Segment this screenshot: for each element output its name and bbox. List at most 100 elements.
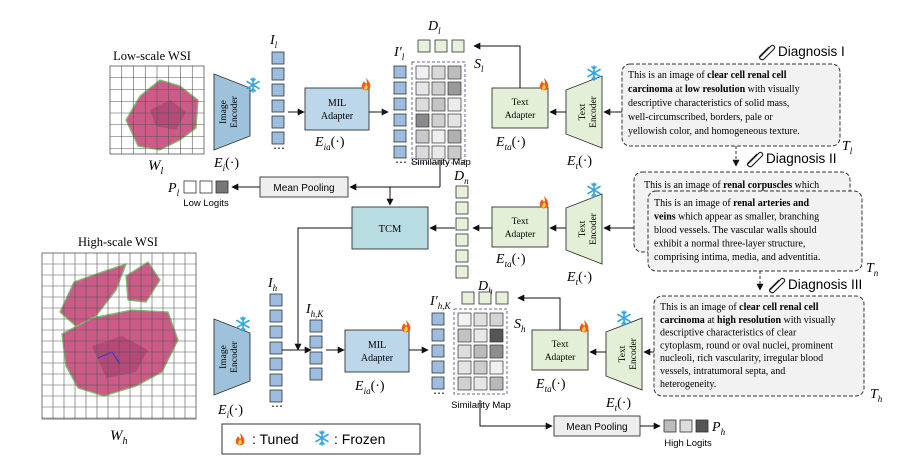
diagnosis-2-back-text: This is an image of renal corpuscles whi… [644,180,819,191]
feature-d-l-label: Dl [427,19,441,36]
paperclip-icon [746,151,764,168]
text-encoder-low: TextEncoder [565,75,603,149]
feature-token [431,360,445,374]
feature-token [393,97,407,111]
similarity-cell [489,312,504,327]
feature-token [455,201,469,215]
low-wsi-image [109,65,205,155]
similarity-cell [415,97,430,112]
diagnosis-2-box [647,190,863,272]
feature-stack-i-h: ⋯ [269,293,283,413]
ellipsis: ⋯ [273,141,285,155]
text-feature-token [478,291,492,305]
similarity-cell [489,376,504,391]
tuned-flame-icon [539,78,549,91]
feature-token [271,67,285,81]
paperclip-icon [758,44,776,61]
text-feature-token [461,291,475,305]
low-logits-label: Low Logits [183,198,229,209]
feature-token [271,83,285,97]
diagnosis-1-box [621,63,841,147]
low-wsi-symbol: Wl [148,158,164,177]
feature-token [431,344,445,358]
svg-text:TextEncoder: TextEncoder [578,212,599,244]
mil-adapter-low-formula: Eia(·) [314,135,345,152]
similarity-map-low [411,61,466,164]
mil-adapter-high-formula: Eia(·) [354,379,385,396]
feature-token [269,293,283,307]
feature-token [455,185,469,199]
similarity-cell [415,145,430,160]
high-logits-label: High Logits [664,438,712,449]
feature-token [271,51,285,65]
frozen-snowflake-icon [587,182,601,198]
image-encoder-high-formula: Ei(·) [217,403,243,420]
legend-tuned: : Tuned [252,431,299,447]
similarity-cell [415,129,430,144]
feature-token [455,265,469,279]
similarity-cell [447,113,462,128]
image-encoder-high: ImageEncoder [213,318,251,396]
feature-token [269,389,283,403]
high-wsi-symbol: Wh [110,428,128,447]
similarity-cell [431,65,446,80]
similarity-cell [415,81,430,96]
high-wsi-image [41,252,197,420]
mean-pooling-low-label: Mean Pooling [273,183,334,194]
feature-token [393,65,407,79]
text-feature-token [417,39,431,53]
similarity-cell [431,81,446,96]
feature-i-hk-label: Ih,K [305,302,324,319]
diagnosis-3-box [653,295,865,397]
low-wsi-title: Low-scale WSI [113,49,191,63]
text-feature-token [495,291,509,305]
tuned-flame-icon [579,320,589,333]
high-wsi-title: High-scale WSI [78,235,158,249]
mean-pooling-high-label: Mean Pooling [566,422,627,433]
feature-token [269,373,283,387]
similarity-map-high-label: Similarity Map [451,400,511,411]
image-encoder-low: ImageEncoder [213,73,251,151]
similarity-cell [473,344,488,359]
similarity-cell [431,113,446,128]
feature-token [455,249,469,263]
text-encoder-low-formula: Et(·) [566,154,592,171]
similarity-map-low-label: Similarity Map [411,157,471,168]
diagnosis-3-title: Diagnosis III [788,277,862,292]
diagnosis-2-title: Diagnosis II [766,151,837,166]
text-encoder-mid: TextEncoder [565,193,603,265]
feature-token [269,341,283,355]
feature-i-l-label: Il [269,33,278,50]
feature-token [271,99,285,113]
feature-i-hk-prime-label: I′h,K [429,294,451,311]
diagnosis-3-text: This is an image of clear cell renal cel… [660,302,835,390]
feature-token [455,233,469,247]
feature-token [269,325,283,339]
text-feature-column-d-n [455,185,469,279]
feature-d-n-label: Dn [453,169,469,186]
similarity-cell [447,81,462,96]
feature-token [393,113,407,127]
similarity-cell [473,376,488,391]
similarity-cell [457,328,472,343]
tcm-label: TCM [379,224,402,235]
similarity-cell [447,65,462,80]
similarity-cell [447,145,462,160]
similarity-cell [457,312,472,327]
feature-stack-i-hk [309,319,323,381]
feature-stack-i-l: ⋯ [271,51,285,155]
text-feature-row-d-l [417,39,465,53]
similarity-cell [457,376,472,391]
image-encoder-low-formula: Ei(·) [213,156,239,173]
feature-token [271,115,285,129]
similarity-cell [457,360,472,375]
text-encoder-high-formula: Et(·) [605,396,631,413]
similarity-cell [489,328,504,343]
